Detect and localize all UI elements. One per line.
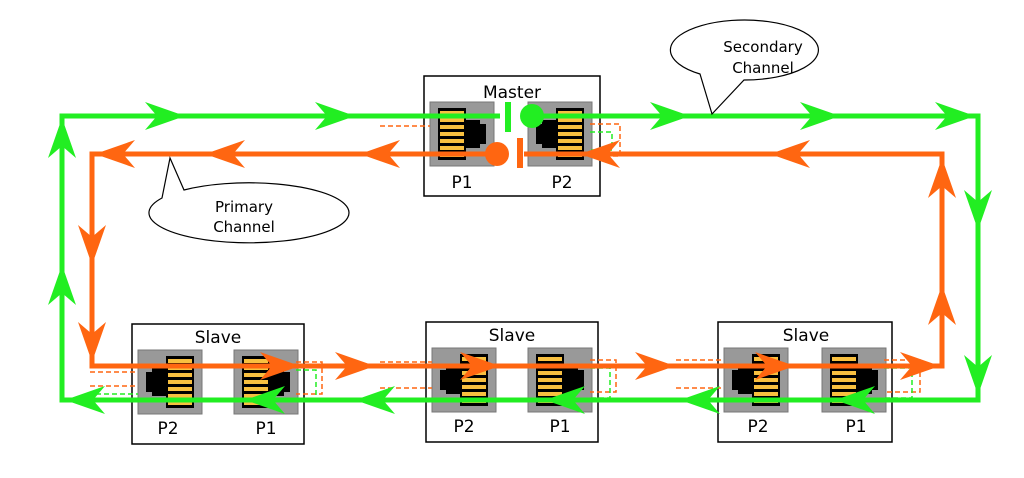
callout-line-2: Channel bbox=[732, 59, 794, 77]
slave-port-p2-connector bbox=[137, 349, 203, 415]
secondary-arrow-head bbox=[315, 102, 355, 130]
callout-line-1: Primary bbox=[215, 198, 273, 216]
master-title: Master bbox=[483, 83, 541, 103]
secondary-arrow-head bbox=[964, 190, 992, 230]
slave-port-p2-label: P2 bbox=[747, 417, 768, 437]
primary-arrow-head bbox=[460, 352, 500, 380]
secondary-arrow-head bbox=[680, 386, 720, 414]
secondary-arrow-head bbox=[48, 118, 76, 158]
secondary-channel-path bbox=[59, 113, 981, 403]
primary-arrow-head bbox=[260, 352, 300, 380]
slave-node-2: Slave P2 P1 bbox=[425, 321, 599, 443]
primary-arrow-head bbox=[335, 352, 375, 380]
primary-arrow-head bbox=[635, 352, 675, 380]
master-terminations bbox=[485, 102, 544, 168]
primary-arrow-head bbox=[900, 352, 940, 380]
slave-port-p2-label: P2 bbox=[453, 417, 474, 437]
secondary-arrow-head bbox=[245, 386, 285, 414]
primary-arrow-head bbox=[770, 140, 810, 168]
primary-dot-terminator bbox=[485, 142, 509, 166]
slave-port-p2-label: P2 bbox=[157, 419, 178, 439]
primary-arrow-head bbox=[360, 140, 400, 168]
secondary-dot-terminator bbox=[520, 104, 544, 128]
callout-line-2: Channel bbox=[213, 218, 275, 236]
secondary-bar-terminator bbox=[505, 102, 511, 132]
slave-title: Slave bbox=[489, 326, 535, 346]
master-port-p2-label: P2 bbox=[551, 173, 572, 193]
slave-port-p1-label: P1 bbox=[845, 417, 866, 437]
primary-arrow-head bbox=[78, 322, 106, 362]
master-node: Master P1 P2 bbox=[423, 75, 601, 197]
secondary-arrow-head bbox=[964, 355, 992, 395]
secondary-arrow-head bbox=[355, 386, 395, 414]
secondary-channel-callout: Secondary Channel bbox=[669, 19, 819, 116]
slave-port-p1-label: P1 bbox=[549, 417, 570, 437]
primary-bar-terminator bbox=[517, 138, 523, 168]
primary-arrow-head bbox=[928, 158, 956, 198]
secondary-arrow-head bbox=[65, 386, 105, 414]
primary-channel-path bbox=[89, 151, 945, 369]
flow-arrows bbox=[48, 102, 992, 414]
master-port-p1-label: P1 bbox=[451, 173, 472, 193]
primary-arrow-head bbox=[580, 140, 620, 168]
callout-line-1: Secondary bbox=[723, 38, 803, 56]
primary-arrow-head bbox=[755, 352, 795, 380]
slave-node-1: Slave P2 P1 bbox=[131, 323, 305, 445]
slave-port-p1-label: P1 bbox=[255, 419, 276, 439]
primary-arrow-head bbox=[78, 225, 106, 265]
secondary-arrow-head bbox=[835, 386, 875, 414]
primary-channel-callout: Primary Channel bbox=[148, 156, 350, 244]
secondary-arrow-head bbox=[650, 102, 690, 130]
primary-arrow-head bbox=[928, 285, 956, 325]
secondary-arrow-head bbox=[145, 102, 185, 130]
slave-title: Slave bbox=[783, 326, 829, 346]
primary-arrow-head bbox=[205, 140, 245, 168]
secondary-arrow-head bbox=[545, 386, 585, 414]
secondary-arrow-head bbox=[48, 265, 76, 305]
primary-arrow-head bbox=[95, 140, 135, 168]
secondary-arrow-head bbox=[935, 102, 975, 130]
slave-node-3: Slave P2 P1 bbox=[717, 321, 893, 443]
secondary-arrow-head bbox=[800, 102, 840, 130]
slave-title: Slave bbox=[195, 328, 241, 348]
